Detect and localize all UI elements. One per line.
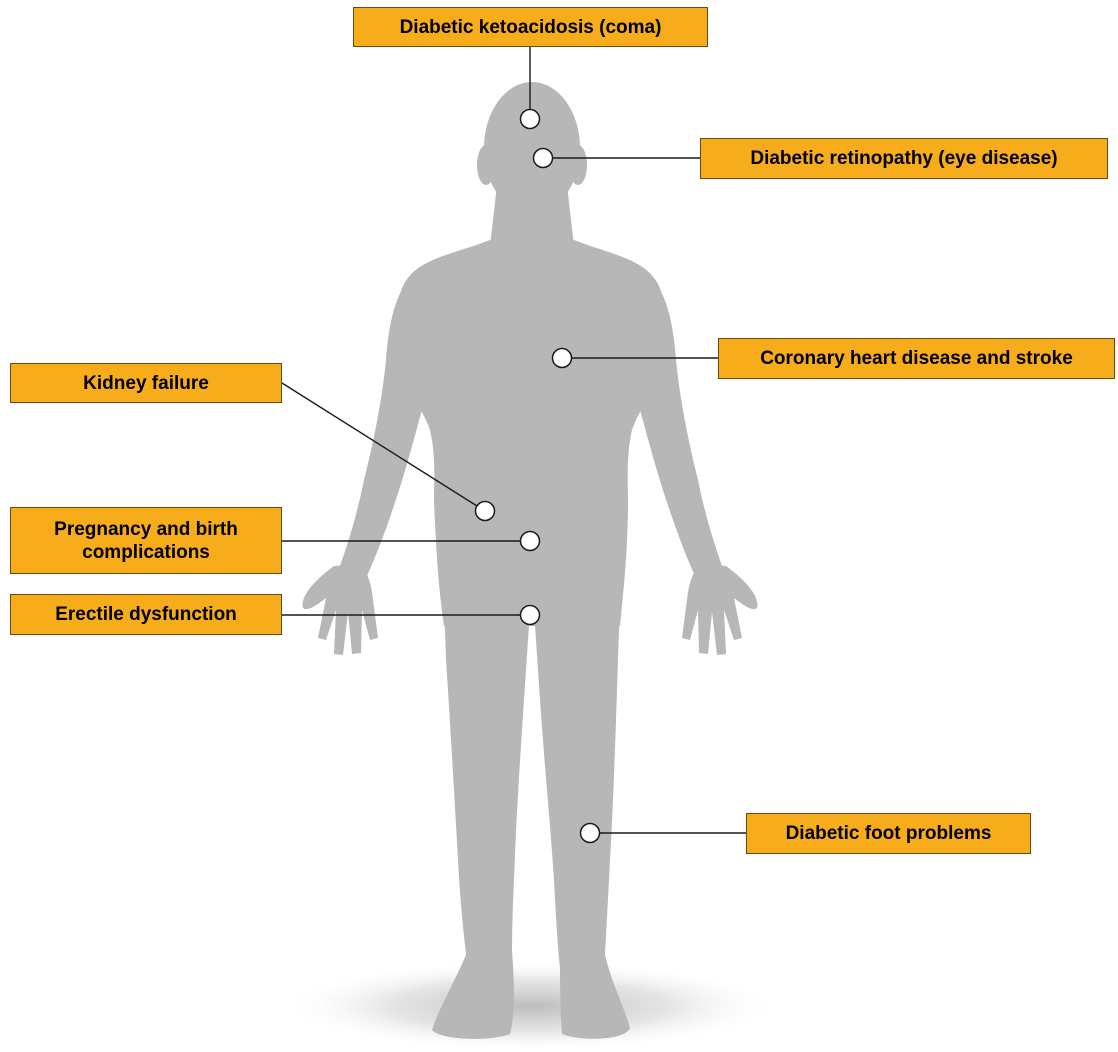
label-pregnancy-text: Pregnancy and birth complications xyxy=(45,518,247,564)
label-kidney: Kidney failure xyxy=(10,363,282,403)
label-foot-text: Diabetic foot problems xyxy=(786,822,992,845)
marker-retinopathy xyxy=(534,149,553,168)
label-foot: Diabetic foot problems xyxy=(746,813,1031,854)
human-silhouette xyxy=(303,82,758,1039)
label-erectile: Erectile dysfunction xyxy=(10,594,282,635)
marker-pregnancy xyxy=(521,532,540,551)
label-erectile-text: Erectile dysfunction xyxy=(55,603,237,626)
marker-ketoacidosis xyxy=(521,110,540,129)
label-retinopathy-text: Diabetic retinopathy (eye disease) xyxy=(750,147,1057,170)
marker-erectile xyxy=(521,606,540,625)
label-ketoacidosis: Diabetic ketoacidosis (coma) xyxy=(353,7,708,47)
label-ketoacidosis-text: Diabetic ketoacidosis (coma) xyxy=(400,16,662,39)
marker-heart xyxy=(553,349,572,368)
marker-kidney xyxy=(476,502,495,521)
label-pregnancy: Pregnancy and birth complications xyxy=(10,507,282,574)
label-kidney-text: Kidney failure xyxy=(83,372,209,395)
marker-foot xyxy=(581,824,600,843)
label-heart: Coronary heart disease and stroke xyxy=(718,338,1115,379)
floor-shadow xyxy=(280,960,780,1052)
label-retinopathy: Diabetic retinopathy (eye disease) xyxy=(700,138,1108,179)
label-heart-text: Coronary heart disease and stroke xyxy=(760,347,1073,370)
